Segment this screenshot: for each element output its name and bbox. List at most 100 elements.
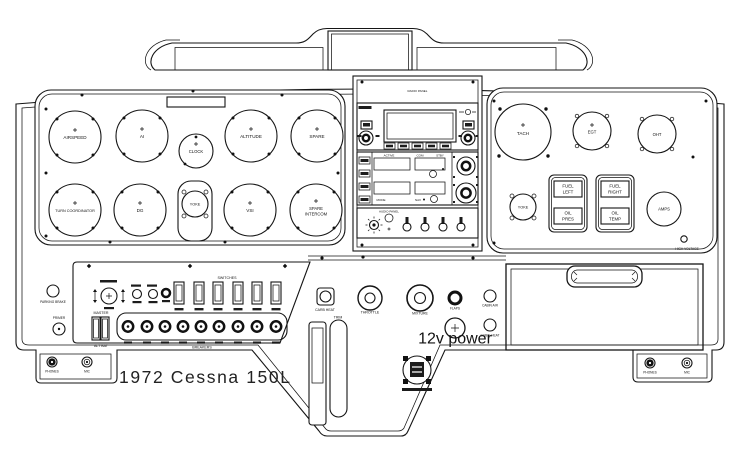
panel-screws [44,89,340,244]
gauge-directional-gyro: DG [113,183,167,237]
fuel-left-gauge [553,180,583,198]
glareshield-left-curve [145,39,180,71]
speaker-placard [402,388,432,391]
breakers-label: BREAKERS [192,346,212,350]
right-cluster-border-inner [490,91,714,250]
glareshield-right-curve [558,39,593,71]
navcom-key-2 [358,169,371,178]
trim-controls: TRIM [308,316,348,426]
breaker-1 [121,320,135,344]
throttle-control: THROTTLE [357,285,383,315]
radio-top-left-label [358,106,372,109]
audio-toggle-2 [420,217,430,232]
gauge-egt: EGT [572,111,612,151]
navcom-com-label: COM [417,154,425,158]
gauge-clock: CLOCK [178,133,214,169]
oil-pres-gauge [553,207,583,225]
audio-toggle-1 [402,217,412,232]
breaker-4 [176,320,190,344]
center-console: CARB HEAT THROTTLE MIXTURE FLAPS CABIN A… [308,255,500,426]
radio-top-right-icon [465,109,471,115]
gauge-altitude: ALTITUDE [224,109,278,163]
round-switch-1 [131,284,143,304]
audio-panel-bezel [356,207,479,239]
gauge-attitude-indicator: AI [115,109,169,163]
mags-ignition-switch [93,280,125,310]
oil-temp-line1: OIL [611,211,619,216]
gauge-label: EGT [588,130,597,135]
oil-temp-gauge [600,207,630,225]
cabin-air-label: CABIN AIR [482,304,498,308]
left-instrument-cluster: AIRSPEED AI CLOCK ALTITUDE SPARE TURN CO… [34,89,346,246]
radio-top-unit [356,102,479,151]
fuel-right-line2: RIGHT [608,190,622,195]
cabin-heat-label: CABIN HEAT [481,334,500,338]
trim-label: TRIM [334,316,343,320]
gauge-label: TACH [517,131,529,136]
yoke-label: YOKE [190,203,201,207]
parking-brake-label: PARKING BRAKE [40,300,66,304]
high-voltage-indicator: HIGH VOLTAGE [675,235,699,251]
oil-temp-line2: TEMP [609,217,621,222]
radio-top-bezel [356,102,479,151]
gauge-label-2: INTERCOM [305,212,328,217]
right-engine-cluster: TACH EGT OHT YOKE FUEL LEFT OIL PRES [486,87,718,254]
radio-top-display [383,109,457,143]
fuel-left-line2: LEFT [563,190,574,195]
navcom-mode-label: MODE [377,198,386,202]
parking-brake-knob [46,284,60,298]
fuel-right-gauge [600,180,630,198]
power-12v-socket: 12v power [418,317,493,348]
primer-knob [52,322,66,336]
yoke-label: YOKE [518,206,529,210]
oil-pres-line2: PRES [562,217,574,222]
breaker-2 [140,320,154,344]
glove-box-handle [566,265,643,288]
switches-label: SWITCHES [218,276,238,280]
mic-label: MIC [84,370,91,374]
right-jack-panel: PHONES MIC [636,353,708,379]
gauge-oht: OHT [637,114,677,154]
carb-heat-label: CARB HEAT [315,308,336,312]
phones-label: PHONES [643,371,656,375]
mic-jack-left: MIC [81,356,93,374]
breaker-8 [250,320,264,344]
rocker-switch-row [173,281,282,311]
glareshield-center-box [327,30,413,71]
glareshield [145,27,593,71]
radio-top-right-knob [460,130,476,146]
navcom-display-active-top [373,157,411,171]
fuel-right-line1: FUEL [609,184,621,189]
radio-top-right-button [462,120,475,130]
fuel-left-oil-pres-group: FUEL LEFT OIL PRES [548,174,588,233]
phones-jack-left: PHONES [45,356,59,374]
gauge-spare: SPARE [290,109,344,163]
gauge-amps: AMPS [646,191,682,227]
cabin-heat-control: CABIN HEAT [481,318,500,338]
mic-jack-right: MIC [681,357,693,375]
mixture-label: MIXTURE [412,312,428,316]
switch-subpanel-outline [72,261,311,344]
cabin-air-control: CABIN AIR [482,289,499,308]
glove-box-handle-inner [571,269,638,284]
gauge-vsi: VSI [223,183,277,237]
radio-navcom-bezel [356,151,479,206]
gauge-label: VSI [246,208,253,213]
gauge-label: DG [137,208,144,213]
navcom-nav-label: NAV [415,198,421,202]
carb-heat-control: CARB HEAT [315,287,336,312]
yoke-left: YOKE [181,189,209,219]
navcom-key-3 [358,182,371,191]
navcom-transfer-button [429,170,437,178]
flaps-control: FLAPS [447,290,463,311]
breaker-7 [231,320,245,344]
trim-wheel-slot [329,319,348,418]
parking-brake: PARKING BRAKE [40,284,66,304]
radio-stack: RADIO PANEL [352,75,483,252]
radio-top-left-button [360,120,373,130]
breaker-row [116,312,288,344]
audio-panel: AUDIO PANEL [356,207,479,239]
throttle-label: THROTTLE [361,311,380,315]
